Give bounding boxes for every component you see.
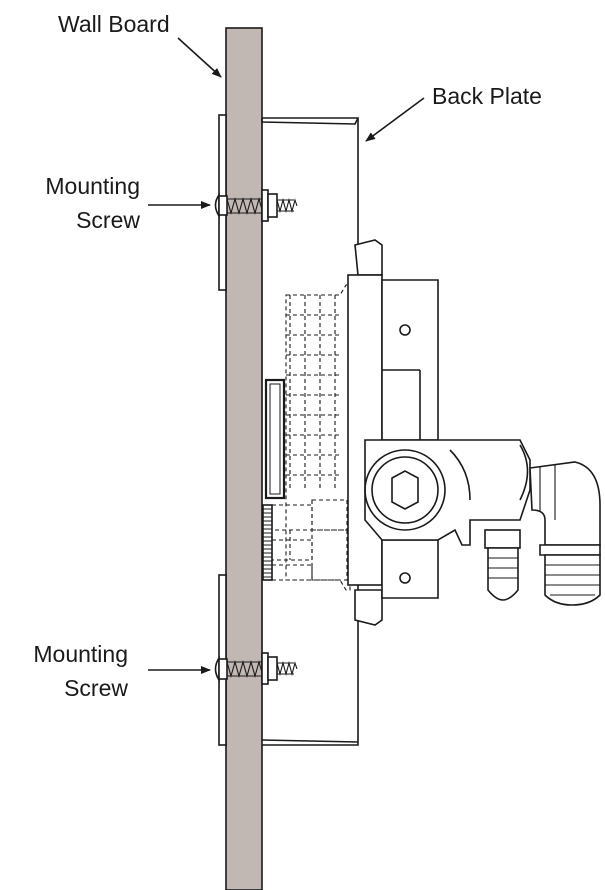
mounting-screw-bottom-label-line1: Mounting [33, 641, 128, 667]
mounting-screw-top [214, 189, 298, 222]
back-plate-arrow [365, 97, 425, 142]
mounting-screw-top-label-line2: Screw [76, 207, 140, 233]
straight-fitting [484, 529, 521, 601]
elbow-fitting [529, 461, 601, 606]
wall-board-label: Wall Board [58, 11, 170, 37]
back-plate-label: Back Plate [432, 83, 542, 109]
wall-board-arrow [177, 37, 222, 78]
gasket-strip [264, 378, 286, 500]
mounting-screw-top-label-line1: Mounting [45, 173, 140, 199]
wall-board [225, 27, 263, 890]
mounting-screw-bottom [214, 652, 298, 685]
valve-body [347, 239, 531, 626]
hidden-internal-parts [271, 284, 351, 591]
mounting-screw-bottom-label-line2: Screw [64, 675, 128, 701]
knurled-knob [262, 504, 273, 581]
leader-lines [148, 37, 425, 674]
